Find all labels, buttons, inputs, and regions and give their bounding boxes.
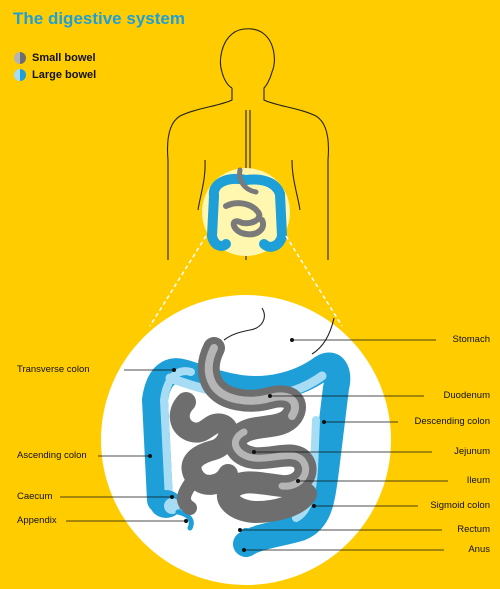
leader-lines bbox=[60, 337, 448, 553]
label-appendix: Appendix bbox=[17, 515, 57, 526]
label-anus: Anus bbox=[468, 544, 490, 555]
legend-label: Large bowel bbox=[32, 69, 97, 81]
small-organs bbox=[206, 167, 288, 252]
small-bowel bbox=[169, 337, 317, 523]
legend-small-bowel: Small bowel bbox=[14, 52, 96, 64]
label-ascending-colon: Ascending colon bbox=[17, 450, 87, 461]
small-circle bbox=[202, 168, 290, 256]
half-circle-icon bbox=[14, 52, 26, 64]
label-descending-colon: Descending colon bbox=[414, 416, 490, 427]
label-rectum: Rectum bbox=[457, 524, 490, 535]
diagram-title: The digestive system bbox=[13, 9, 185, 28]
label-transverse-colon: Transverse colon bbox=[17, 364, 90, 375]
legend-large-bowel: Large bowel bbox=[14, 69, 96, 81]
stomach bbox=[223, 307, 335, 355]
legend-label: Small bowel bbox=[32, 52, 96, 64]
label-jejunum: Jejunum bbox=[454, 446, 490, 457]
half-circle-icon bbox=[14, 69, 26, 81]
label-caecum: Caecum bbox=[17, 491, 53, 502]
zoom-lines bbox=[149, 235, 343, 327]
label-ileum: Ileum bbox=[466, 475, 490, 486]
label-sigmoid-colon: Sigmoid colon bbox=[430, 500, 490, 511]
label-stomach: Stomach bbox=[452, 334, 491, 345]
label-duodenum: Duodenum bbox=[443, 390, 490, 401]
